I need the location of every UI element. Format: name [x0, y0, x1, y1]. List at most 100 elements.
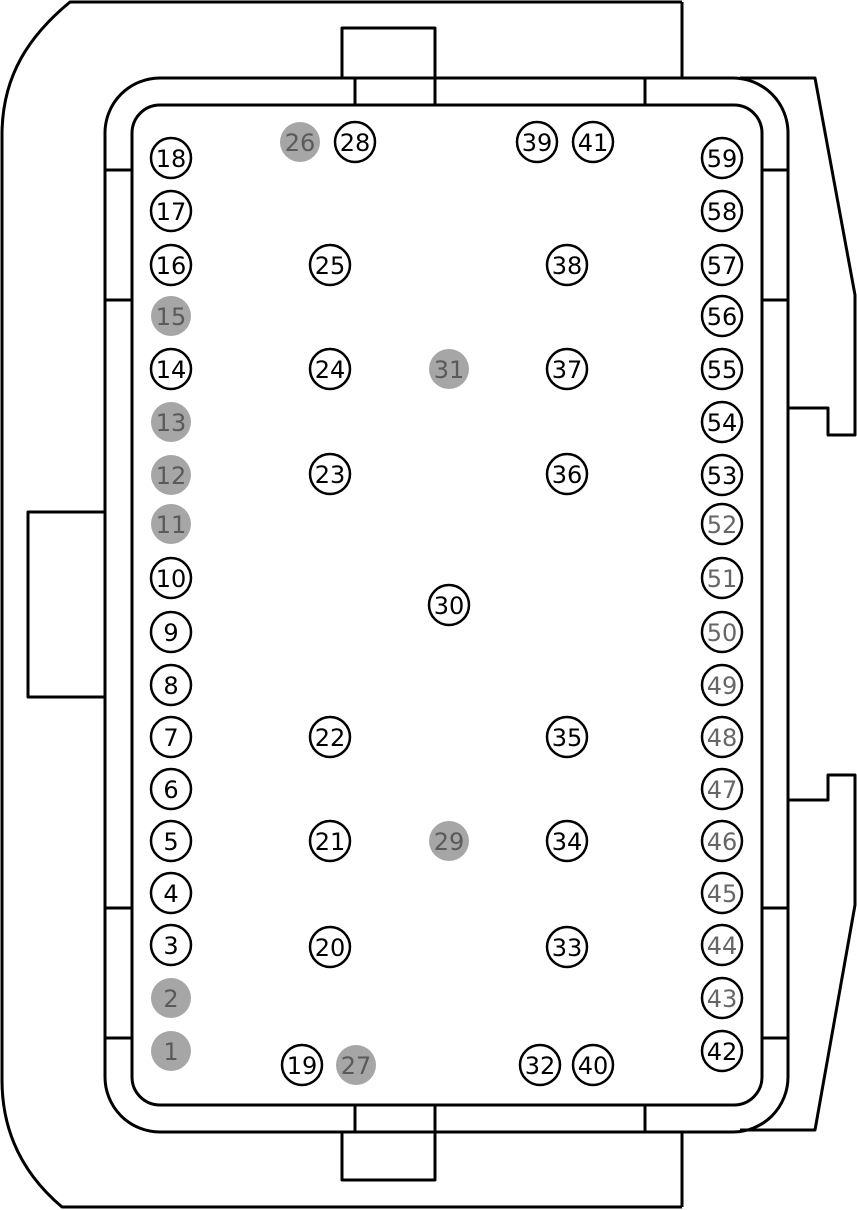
pin-circle — [429, 349, 469, 389]
pin-label: 46 — [707, 828, 738, 856]
pin-label: 34 — [552, 828, 583, 856]
pin-label: 54 — [707, 409, 738, 437]
pin-circle — [149, 347, 193, 391]
pin-circle — [429, 821, 469, 861]
pin-label: 38 — [552, 252, 583, 280]
pin-label: 47 — [707, 776, 738, 804]
pin-14: 14 — [149, 347, 193, 391]
pin-28: 28 — [333, 120, 377, 164]
pin-label: 24 — [315, 356, 346, 384]
pin-58: 58 — [700, 189, 744, 233]
pin-label: 3 — [163, 932, 178, 960]
pin-circle — [545, 347, 589, 391]
pin-circle — [308, 819, 352, 863]
pin-label: 21 — [315, 828, 346, 856]
pin-10: 10 — [149, 556, 193, 600]
pin-51: 51 — [700, 556, 744, 600]
pin-label: 13 — [156, 409, 187, 437]
pin-label: 28 — [340, 129, 371, 157]
pin-circle — [149, 819, 193, 863]
pin-50: 50 — [700, 610, 744, 654]
pin-label: 37 — [552, 356, 583, 384]
pin-3: 3 — [149, 923, 193, 967]
pin-37: 37 — [545, 347, 589, 391]
pin-circle — [151, 504, 191, 544]
pin-54: 54 — [700, 400, 744, 444]
pin-circle — [518, 1043, 562, 1087]
pin-35: 35 — [545, 715, 589, 759]
pin-label: 45 — [707, 880, 738, 908]
pin-circle — [700, 347, 744, 391]
pin-label: 55 — [707, 356, 738, 384]
pin-7: 7 — [149, 715, 193, 759]
pin-11: 11 — [151, 504, 191, 544]
pin-label: 31 — [434, 356, 465, 384]
pin-circle — [308, 925, 352, 969]
right-latch — [740, 76, 857, 437]
pin-circle — [700, 610, 744, 654]
pin-22: 22 — [308, 715, 352, 759]
pin-label: 8 — [163, 672, 178, 700]
pin-9: 9 — [149, 610, 193, 654]
pin-label: 1 — [163, 1038, 178, 1066]
pin-circle — [700, 502, 744, 546]
pin-41: 41 — [571, 120, 615, 164]
pin-circle — [149, 243, 193, 287]
pin-circle — [151, 978, 191, 1018]
pin-39: 39 — [515, 120, 559, 164]
pin-circle — [336, 1045, 376, 1085]
pin-47: 47 — [700, 767, 744, 811]
pin-52: 52 — [700, 502, 744, 546]
pin-label: 33 — [552, 934, 583, 962]
pin-circle — [427, 583, 471, 627]
pin-circle — [308, 347, 352, 391]
pin-circle — [308, 452, 352, 496]
pin-circle — [149, 663, 193, 707]
pin-circle — [545, 715, 589, 759]
pin-label: 22 — [315, 724, 346, 752]
pin-label: 29 — [434, 828, 465, 856]
pin-25: 25 — [308, 243, 352, 287]
pin-label: 39 — [522, 129, 553, 157]
pin-label: 42 — [707, 1038, 738, 1066]
pin-label: 5 — [163, 828, 178, 856]
pin-55: 55 — [700, 347, 744, 391]
pin-circle — [149, 767, 193, 811]
pin-circle — [571, 1043, 615, 1087]
pin-circle — [700, 819, 744, 863]
pin-16: 16 — [149, 243, 193, 287]
pin-circle — [700, 136, 744, 180]
inner-cavity — [130, 103, 764, 1107]
pin-circle — [151, 402, 191, 442]
pin-label: 32 — [525, 1052, 556, 1080]
pin-circle — [700, 453, 744, 497]
pin-46: 46 — [700, 819, 744, 863]
pin-circle — [700, 400, 744, 444]
pin-circle — [700, 663, 744, 707]
pin-label: 25 — [315, 252, 346, 280]
bottom-key — [340, 1105, 437, 1182]
pin-label: 9 — [163, 619, 178, 647]
pin-circle — [149, 610, 193, 654]
pin-label: 16 — [156, 252, 187, 280]
pin-circle — [149, 189, 193, 233]
pin-circle — [545, 243, 589, 287]
pin-circle — [149, 871, 193, 915]
pin-label: 4 — [163, 880, 178, 908]
pin-30: 30 — [427, 583, 471, 627]
pin-label: 12 — [156, 462, 187, 490]
pin-19: 19 — [280, 1043, 324, 1087]
pin-1: 1 — [151, 1031, 191, 1071]
pin-44: 44 — [700, 923, 744, 967]
pin-53: 53 — [700, 453, 744, 497]
pin-circle — [149, 923, 193, 967]
pin-15: 15 — [151, 296, 191, 336]
pin-circle — [149, 136, 193, 180]
pin-4: 4 — [149, 871, 193, 915]
pin-label: 17 — [156, 198, 187, 226]
pin-label: 56 — [707, 303, 738, 331]
pin-8: 8 — [149, 663, 193, 707]
pin-12: 12 — [151, 455, 191, 495]
pin-32: 32 — [518, 1043, 562, 1087]
